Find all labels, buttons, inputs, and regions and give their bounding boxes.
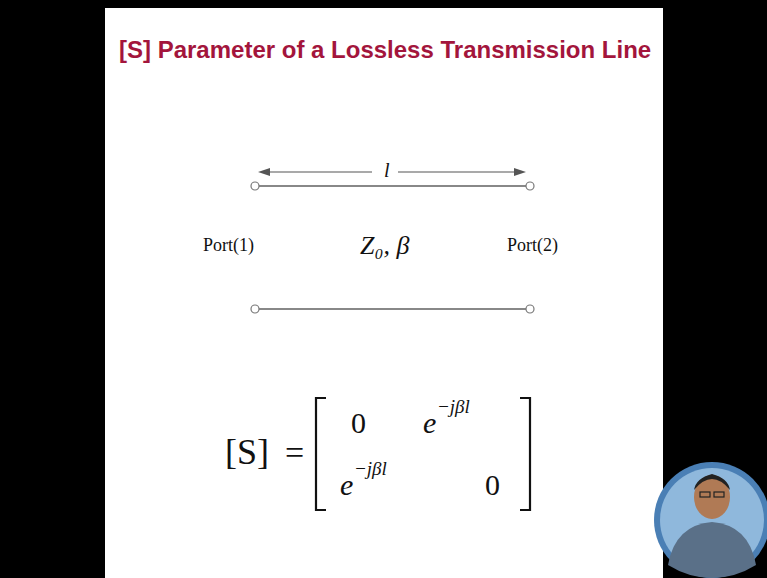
- matrix-symbol: [S]: [225, 433, 269, 473]
- matrix-entry: e: [423, 406, 436, 439]
- port-label: Port(1): [203, 236, 254, 256]
- arrow-head: [514, 168, 526, 176]
- conductor-line: [259, 185, 526, 187]
- terminal: [251, 305, 259, 313]
- length-label: l: [384, 159, 390, 181]
- slide-title: [S] Parameter of a Lossless Transmission…: [119, 37, 651, 63]
- matrix-entry: 0: [485, 468, 500, 501]
- terminal: [526, 305, 534, 313]
- line-parameter: Z₀, β: [360, 232, 409, 261]
- exponent: −jβl: [354, 459, 387, 480]
- matrix-entry: e: [340, 468, 353, 501]
- slide-ground: [105, 8, 663, 578]
- matrix-entry: 0: [351, 406, 366, 439]
- length-arrow: [262, 171, 372, 172]
- exponent: −jβl: [437, 397, 470, 418]
- matrix-bracket: [316, 398, 326, 510]
- conductor-line: [259, 308, 526, 310]
- equals-sign: =: [285, 434, 304, 471]
- length-arrow: [398, 171, 522, 172]
- terminal: [251, 182, 259, 190]
- presenter-inset: [654, 462, 767, 578]
- terminal: [526, 182, 534, 190]
- matrix-bracket: [520, 398, 530, 510]
- port-label: Port(2): [507, 236, 558, 256]
- arrow-head: [258, 168, 270, 176]
